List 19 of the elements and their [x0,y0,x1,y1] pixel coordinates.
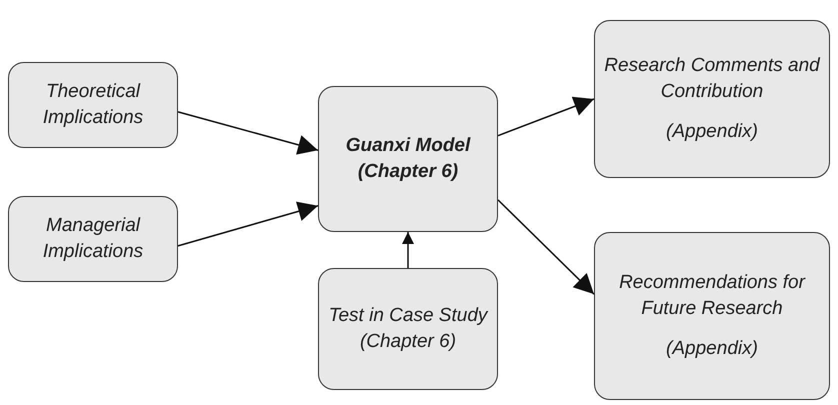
rounded-box [594,232,830,400]
rounded-box [318,268,498,390]
rounded-box [318,86,498,232]
rounded-box [8,62,178,148]
rounded-box [594,20,830,178]
box-text: Guanxi Model (Chapter 6) [344,134,472,184]
box-text: Theoretical Implications [42,80,144,130]
box-text: (Appendix) [666,337,758,361]
box-text: Managerial Implications [42,214,144,264]
arrow [178,202,318,247]
arrow [402,232,414,268]
box-text: (Appendix) [666,120,758,144]
arrow [497,199,595,295]
box-text: Recommendations for Future Research [618,271,806,321]
arrow [178,111,318,155]
box-text: Research Comments and Contribution [603,54,821,104]
box-text: Test in Case Study (Chapter 6) [328,304,489,354]
rounded-box [8,196,178,282]
arrow [498,96,594,136]
